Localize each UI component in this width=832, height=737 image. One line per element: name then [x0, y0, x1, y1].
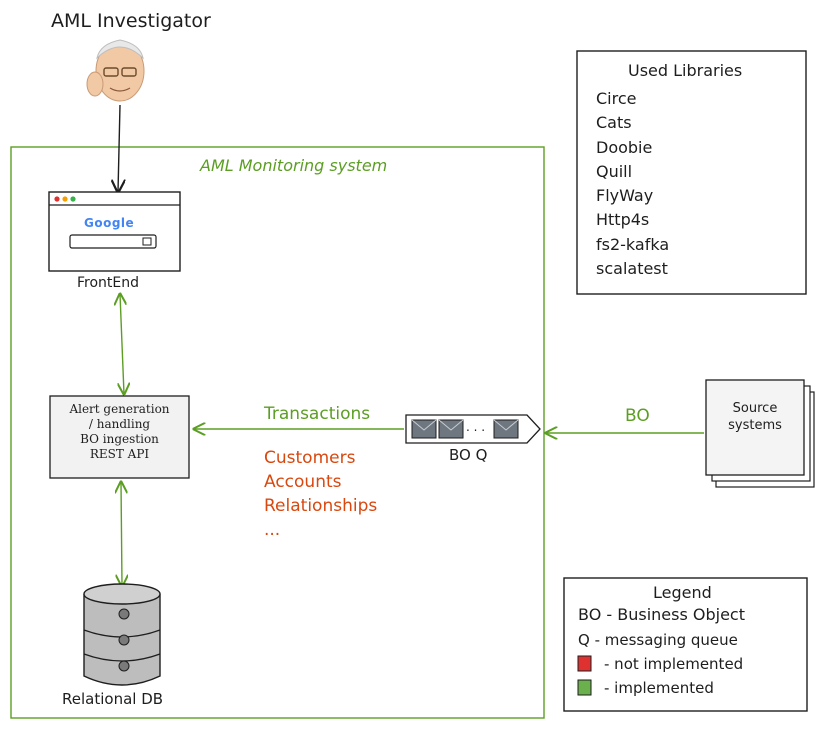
core-service-box [49, 395, 190, 479]
legend-box [563, 577, 808, 712]
legend-swatch-red [577, 655, 592, 672]
core-db-link [121, 482, 122, 586]
message-queue [405, 414, 541, 444]
actor-label: AML Investigator [51, 10, 211, 32]
legend-swatch-label: - implemented [604, 679, 714, 697]
core-line: / handling [88, 417, 151, 431]
planned-item: Customers [264, 448, 356, 468]
core-text: Alert generation / handling BO ingestion… [50, 402, 189, 462]
libraries-box [576, 50, 807, 295]
legend-title: Legend [653, 583, 712, 602]
legend-entry: BO - Business Object [578, 605, 745, 624]
legend-swatch-green [577, 679, 592, 696]
planned-item: Accounts [264, 472, 342, 492]
frontend-core-link [120, 294, 124, 394]
library-item: FlyWay [596, 186, 654, 206]
library-item: Quill [596, 161, 633, 181]
database-cylinder [83, 583, 161, 686]
library-item: scalatest [596, 259, 668, 279]
bo-label: BO [625, 406, 650, 426]
library-item: fs2-kafka [596, 234, 670, 254]
planned-flows: Customers Accounts Relationships ... [264, 446, 377, 542]
system-label: AML Monitoring system [200, 156, 388, 175]
library-item: Http4s [596, 210, 650, 230]
queue-dots: . . . [466, 420, 486, 434]
frontend-browser [48, 191, 181, 272]
queue-label: BO Q [449, 446, 488, 464]
investigator-avatar [86, 39, 145, 102]
transactions-label: Transactions [264, 404, 371, 424]
planned-item: ... [264, 520, 281, 540]
libraries-list: Circe Cats Doobie Quill FlyWay Http4s fs… [596, 87, 669, 281]
library-item: Circe [596, 89, 637, 108]
library-item: Doobie [596, 137, 653, 157]
source-line: systems [728, 418, 782, 433]
source-line: Source [732, 401, 778, 416]
libraries-title: Used Libraries [628, 61, 743, 80]
search-logo: Google [84, 216, 135, 230]
db-label: Relational DB [62, 690, 164, 708]
planned-item: Relationships [264, 496, 378, 516]
frontend-label: FrontEnd [77, 275, 140, 291]
core-line: REST API [89, 447, 150, 461]
legend-entry: Q - messaging queue [578, 631, 738, 649]
core-line: Alert generation [69, 402, 170, 416]
core-line: BO ingestion [80, 432, 159, 446]
source-systems-text: Source systems [706, 400, 804, 434]
legend-swatch-label: - not implemented [604, 655, 744, 673]
source-systems-stack [705, 379, 815, 488]
library-item: Cats [596, 113, 632, 133]
investigator-arrow [118, 104, 120, 192]
system-boundary [10, 146, 545, 719]
